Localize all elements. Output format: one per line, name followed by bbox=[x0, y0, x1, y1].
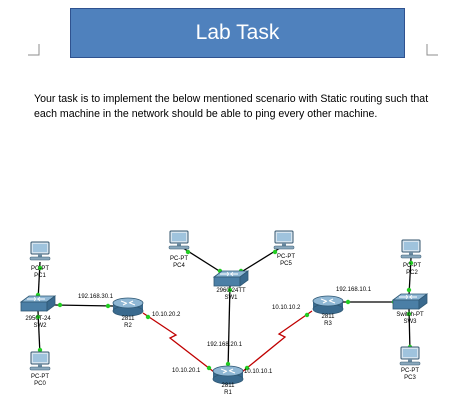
serial-link-r2-r1 bbox=[142, 312, 215, 373]
pc3-type-label: PC-PT bbox=[401, 368, 419, 374]
task-description: Your task is to implement the below ment… bbox=[34, 93, 429, 120]
sw1-type-label: 2960-24TT bbox=[216, 288, 246, 294]
r1-type-label: 2811 bbox=[222, 383, 236, 389]
sw3-switch-icon bbox=[392, 293, 428, 310]
r2-type-label: 2811 bbox=[122, 316, 136, 322]
port-indicators bbox=[35, 249, 414, 371]
pc3-icon bbox=[399, 346, 421, 366]
margin-corner-top-left bbox=[28, 44, 40, 56]
title-banner: Lab Task bbox=[70, 8, 405, 58]
r2-name-label: R2 bbox=[124, 323, 132, 329]
pc0-name-label: PC0 bbox=[34, 381, 46, 387]
pc1-type-label: PC-PT bbox=[31, 266, 49, 272]
r1-name-label: R1 bbox=[224, 390, 232, 396]
pc1-icon bbox=[29, 241, 51, 261]
sw3-type-label: Switch-PT bbox=[396, 312, 424, 318]
link-sw1-r1 bbox=[227, 284, 231, 371]
ip-label-net-30: 192.168.30.1 bbox=[78, 294, 114, 300]
pc4-type-label: PC-PT bbox=[170, 256, 188, 262]
pc3-name-label: PC3 bbox=[404, 375, 416, 381]
ip-label-net-10: 192.168.10.1 bbox=[336, 287, 372, 293]
sw2-type-label: 2950T-24 bbox=[25, 316, 51, 322]
ip-label-r3-serial: 10.10.10.2 bbox=[272, 305, 301, 311]
sw3-name-label: SW3 bbox=[403, 319, 417, 325]
ip-label-r1-right: 10.10.10.1 bbox=[244, 369, 273, 375]
sw2-name-label: SW2 bbox=[33, 323, 47, 329]
pc5-type-label: PC-PT bbox=[277, 254, 295, 260]
r2-router-icon bbox=[112, 297, 144, 317]
r3-name-label: R3 bbox=[324, 321, 332, 327]
pc0-type-label: PC-PT bbox=[31, 374, 49, 380]
page-title: Lab Task bbox=[195, 21, 280, 44]
serial-links bbox=[142, 310, 313, 373]
pc2-name-label: PC2 bbox=[406, 270, 418, 276]
pc4-icon bbox=[168, 230, 190, 250]
link-sw2-r2 bbox=[54, 304, 114, 307]
ip-label-net-20: 192.168.20.1 bbox=[207, 342, 243, 348]
pc5-icon bbox=[273, 230, 295, 250]
ethernet-links bbox=[37, 247, 412, 371]
pc1-name-label: PC1 bbox=[34, 273, 46, 279]
r1-router-icon bbox=[212, 365, 244, 385]
sw1-switch-icon bbox=[213, 270, 249, 287]
ip-label-r2-serial: 10.10.20.2 bbox=[152, 312, 181, 318]
pc2-type-label: PC-PT bbox=[403, 263, 421, 269]
ip-label-r1-left: 10.10.20.1 bbox=[172, 368, 201, 374]
pc0-icon bbox=[29, 351, 51, 371]
serial-link-r1-r3 bbox=[241, 310, 313, 373]
pc4-name-label: PC4 bbox=[173, 263, 185, 269]
sw2-switch-icon bbox=[20, 295, 56, 312]
pc5-name-label: PC5 bbox=[280, 261, 292, 267]
pc2-icon bbox=[400, 239, 422, 259]
margin-corner-top-right bbox=[426, 44, 438, 56]
r3-router-icon bbox=[312, 295, 344, 315]
sw1-name-label: SW1 bbox=[224, 295, 238, 301]
r3-type-label: 2811 bbox=[322, 314, 336, 320]
